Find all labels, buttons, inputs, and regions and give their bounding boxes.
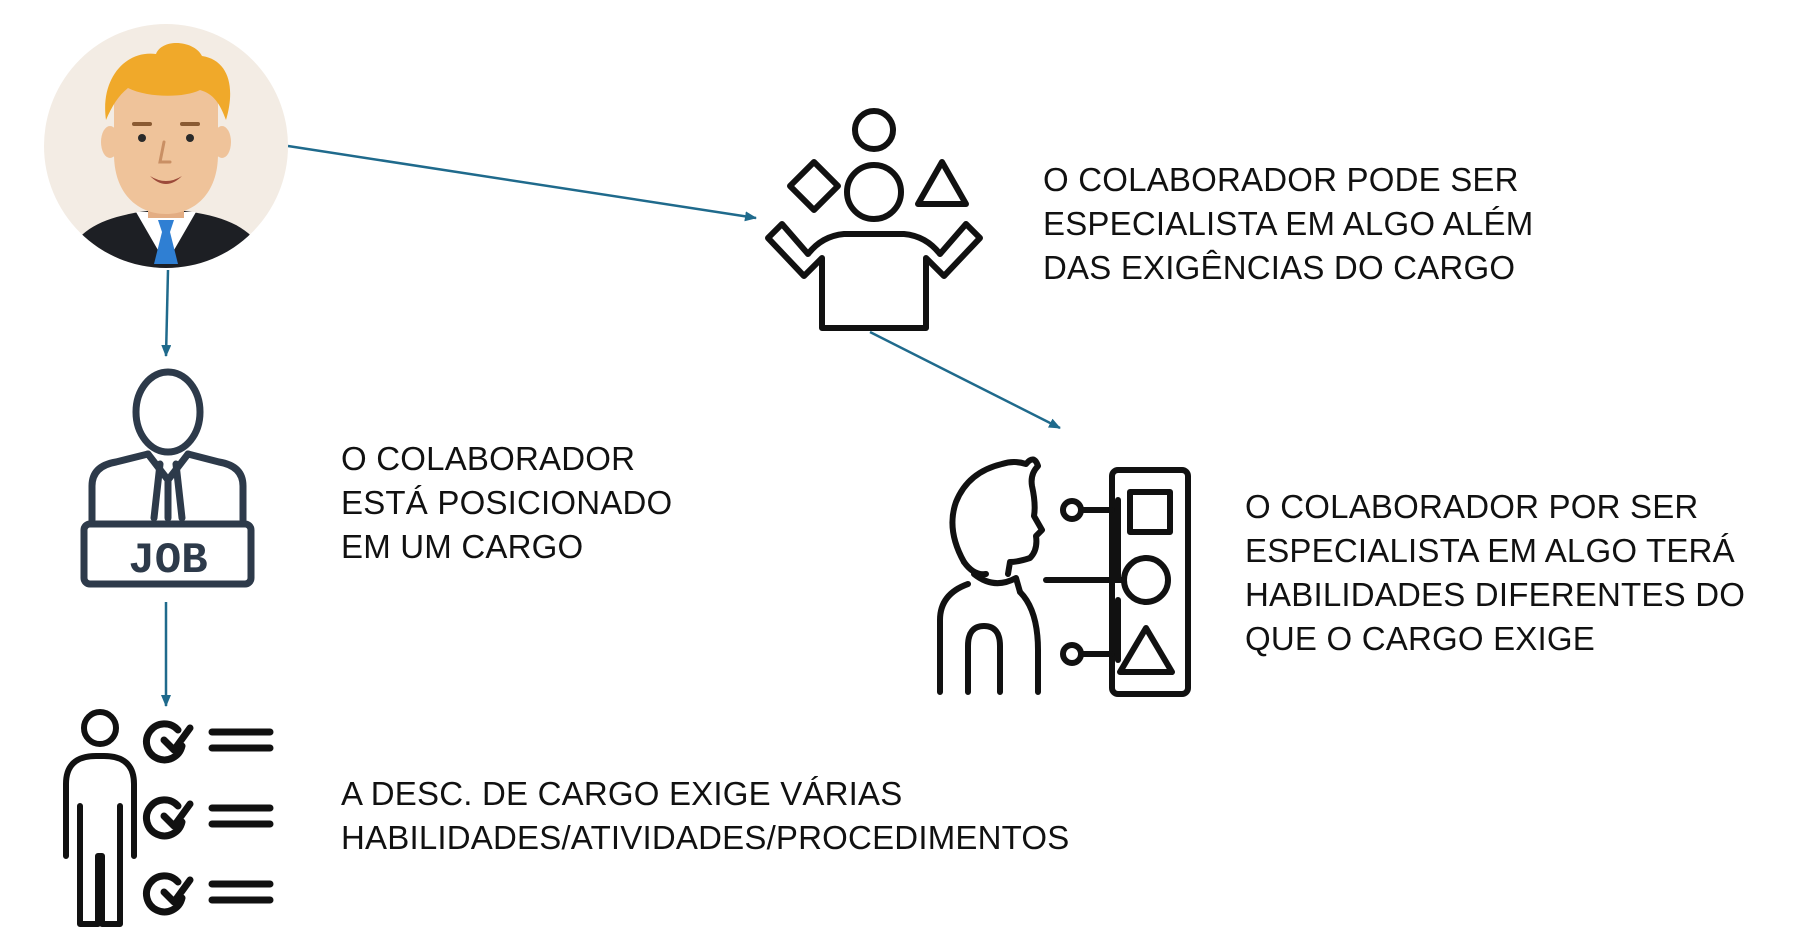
job-badge-text: JOB <box>128 536 207 586</box>
arrow-juggler-to-chooser <box>869 330 1061 430</box>
label-line: ESPECIALISTA EM ALGO ALÉM <box>1043 205 1534 242</box>
label-line: EM UM CARGO <box>341 528 584 565</box>
label-line: O COLABORADOR POR SER <box>1245 488 1699 525</box>
label-positioned-in-role: O COLABORADOR ESTÁ POSICIONADO EM UM CAR… <box>341 437 672 569</box>
person-choosing-options-icon <box>937 456 1191 697</box>
label-line: ESTÁ POSICIONADO <box>341 484 673 521</box>
businessman-avatar-icon <box>44 24 288 268</box>
arrow-avatar-to-juggler <box>287 144 757 222</box>
label-line: O COLABORADOR PODE SER <box>1043 161 1519 198</box>
label-line: QUE O CARGO EXIGE <box>1245 620 1595 657</box>
label-line: DAS EXIGÊNCIAS DO CARGO <box>1043 249 1516 286</box>
person-checklist-icon <box>63 709 274 927</box>
label-can-be-specialist: O COLABORADOR PODE SER ESPECIALISTA EM A… <box>1043 158 1533 290</box>
label-line: ESPECIALISTA EM ALGO TERÁ <box>1245 532 1735 569</box>
arrow-avatar-to-job <box>161 269 172 357</box>
label-different-skills: O COLABORADOR POR SER ESPECIALISTA EM AL… <box>1245 485 1745 661</box>
label-role-requirements: A DESC. DE CARGO EXIGE VÁRIAS HABILIDADE… <box>341 772 1069 860</box>
label-line: O COLABORADOR <box>341 440 636 477</box>
person-juggling-shapes-icon <box>765 108 983 331</box>
label-line: HABILIDADES/ATIVIDADES/PROCEDIMENTOS <box>341 819 1070 856</box>
job-worker-icon: JOB <box>80 368 255 588</box>
label-line: A DESC. DE CARGO EXIGE VÁRIAS <box>341 775 903 812</box>
label-line: HABILIDADES DIFERENTES DO <box>1245 576 1746 613</box>
